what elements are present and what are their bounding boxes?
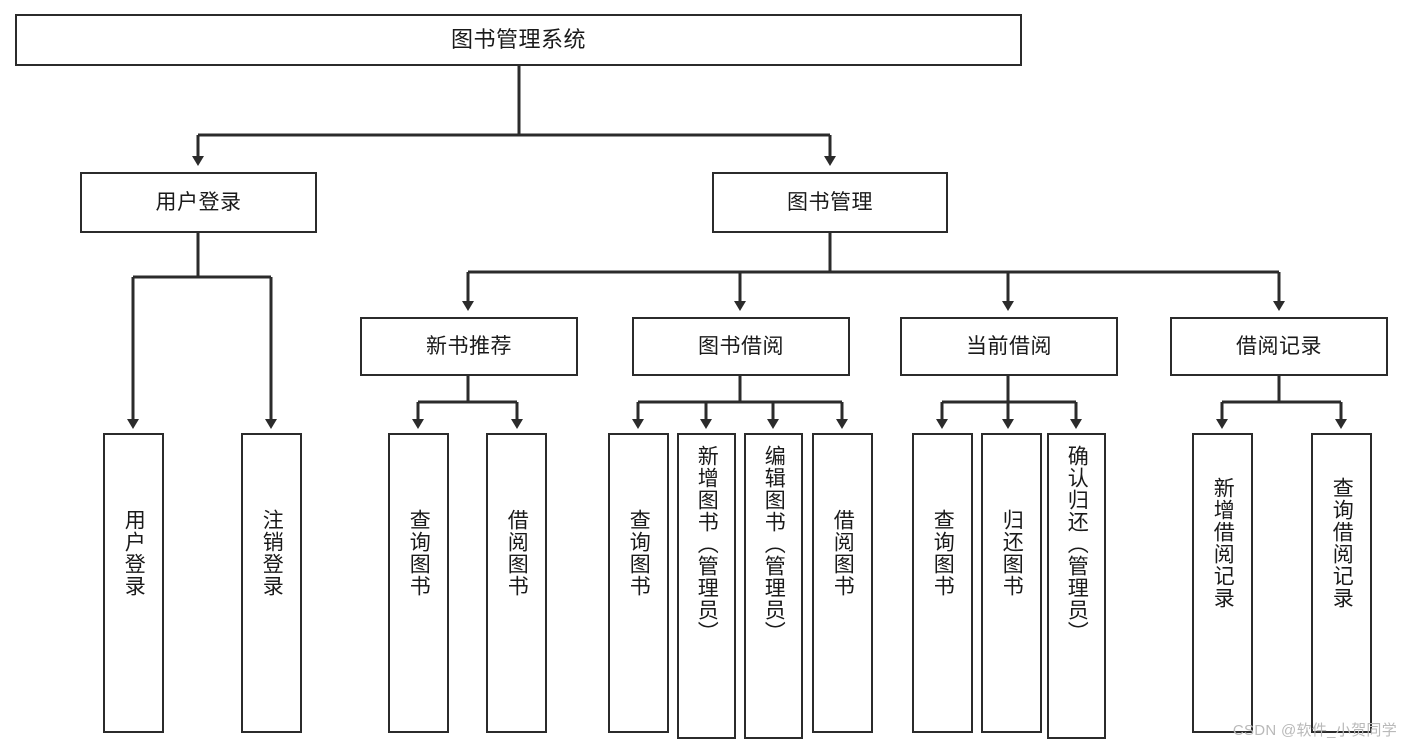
- leaf-node-query-books-rec[interactable]: 查询图书: [388, 433, 449, 733]
- node-label: 归还图书: [1000, 509, 1024, 597]
- node-user-login[interactable]: 用户登录: [80, 172, 317, 233]
- node-book-borrowing[interactable]: 图书借阅: [632, 317, 850, 376]
- node-label: 图书借阅: [698, 334, 784, 358]
- leaf-node-query-books-borrow[interactable]: 查询图书: [608, 433, 669, 733]
- node-label: 编辑图书（管理员）: [762, 445, 786, 643]
- node-label: 借阅图书: [505, 509, 529, 597]
- leaf-node-user-login[interactable]: 用户登录: [103, 433, 164, 733]
- node-label: 确认归还（管理员）: [1065, 445, 1089, 643]
- node-label: 图书管理系统: [450, 26, 586, 52]
- node-label: 查询图书: [931, 509, 955, 597]
- node-label: 当前借阅: [966, 334, 1052, 358]
- node-label: 借阅记录: [1236, 334, 1322, 358]
- node-label: 注销登录: [260, 509, 284, 597]
- node-root-book-management-system[interactable]: 图书管理系统: [15, 14, 1022, 66]
- node-label: 查询借阅记录: [1330, 477, 1354, 609]
- leaf-node-return-books[interactable]: 归还图书: [981, 433, 1042, 733]
- leaf-node-confirm-return-admin[interactable]: 确认归还（管理员）: [1047, 433, 1106, 739]
- node-label: 用户登录: [155, 190, 242, 214]
- node-label: 查询图书: [407, 509, 431, 597]
- csdn-watermark: CSDN @软件_小贺同学: [1232, 722, 1397, 739]
- node-label: 图书管理: [787, 190, 873, 214]
- node-book-management[interactable]: 图书管理: [712, 172, 948, 233]
- node-label: 查询图书: [627, 509, 651, 597]
- node-current-borrowing[interactable]: 当前借阅: [900, 317, 1118, 376]
- node-new-book-recommendation[interactable]: 新书推荐: [360, 317, 578, 376]
- leaf-node-add-book-admin[interactable]: 新增图书（管理员）: [677, 433, 736, 739]
- node-label: 借阅图书: [831, 509, 855, 597]
- leaf-node-borrow-books[interactable]: 借阅图书: [812, 433, 873, 733]
- node-borrowing-record[interactable]: 借阅记录: [1170, 317, 1388, 376]
- node-label: 新增借阅记录: [1211, 477, 1235, 609]
- leaf-node-query-books-current[interactable]: 查询图书: [912, 433, 973, 733]
- leaf-node-logout[interactable]: 注销登录: [241, 433, 302, 733]
- leaf-node-edit-book-admin[interactable]: 编辑图书（管理员）: [744, 433, 803, 739]
- leaf-node-borrow-books-rec[interactable]: 借阅图书: [486, 433, 547, 733]
- node-label: 新书推荐: [426, 334, 512, 358]
- node-label: 用户登录: [122, 509, 146, 597]
- node-label: 新增图书（管理员）: [695, 445, 719, 643]
- leaf-node-query-borrow-record[interactable]: 查询借阅记录: [1311, 433, 1372, 733]
- leaf-node-add-borrow-record[interactable]: 新增借阅记录: [1192, 433, 1253, 733]
